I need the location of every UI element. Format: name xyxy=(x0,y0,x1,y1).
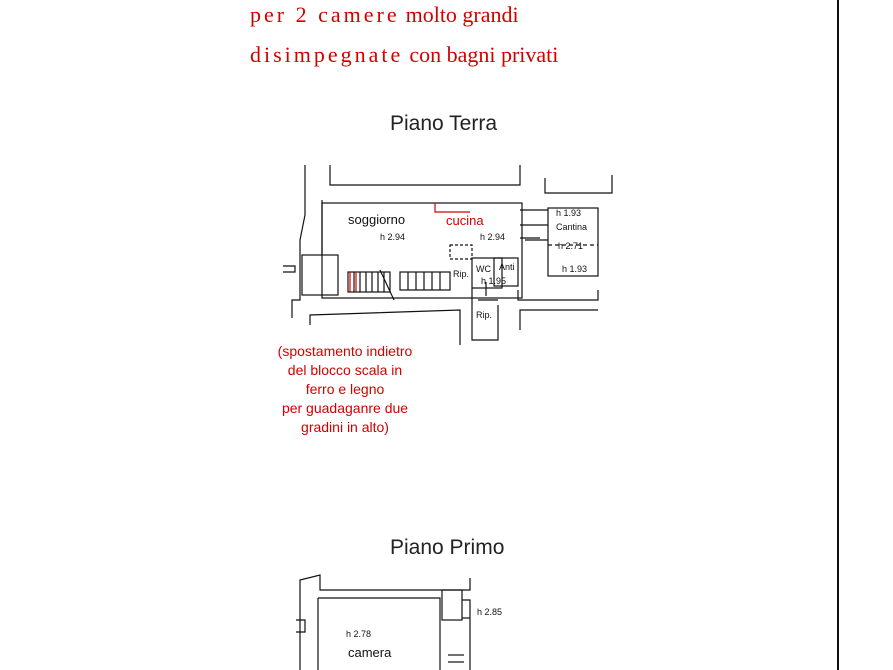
room-label-cucina: cucina xyxy=(446,213,484,228)
note-line: gradini in alto) xyxy=(301,419,389,435)
room-label-cantina: Cantina xyxy=(556,222,587,232)
height-label-soggiorno: h 2.94 xyxy=(380,232,405,242)
room-label-anti: Anti xyxy=(499,262,515,272)
height-label-cantina-bottom: h 1.93 xyxy=(562,264,587,274)
height-label-cantina-mid: h 2.71 xyxy=(558,241,583,251)
height-label-cucina: h 2.94 xyxy=(480,232,505,242)
ground-floor-title: Piano Terra xyxy=(390,112,498,135)
height-label-cantina-top: h 1.93 xyxy=(556,208,581,218)
header-note-plain-text: con bagni privati xyxy=(409,42,559,67)
header-note-plain-text: molto grandi xyxy=(405,2,519,27)
height-label-camera: h 2.78 xyxy=(346,629,371,639)
stair-relocation-note: (spostamento indietro del blocco scala i… xyxy=(262,342,428,437)
room-label-ripostiglio-2: Rip. xyxy=(476,310,492,320)
page-edge-line xyxy=(837,0,839,670)
note-line: ferro e legno xyxy=(305,381,385,397)
room-label-ripostiglio: Rip. xyxy=(453,269,469,279)
first-floor-title: Piano Primo xyxy=(390,536,505,559)
height-label-right: h 2.85 xyxy=(477,607,502,617)
room-label-camera: camera xyxy=(348,645,392,660)
note-line: per guadaganre due xyxy=(281,400,409,416)
header-note-spaced-text: per 2 camere xyxy=(250,2,400,27)
header-note-spaced-text: disimpegnate xyxy=(250,42,404,67)
note-line: (spostamento indietro xyxy=(277,343,413,359)
note-line: del blocco scala in xyxy=(287,362,403,378)
height-label-wc: h 1.95 xyxy=(481,276,506,286)
room-label-wc: WC xyxy=(476,264,491,274)
room-label-soggiorno: soggiorno xyxy=(348,212,405,227)
